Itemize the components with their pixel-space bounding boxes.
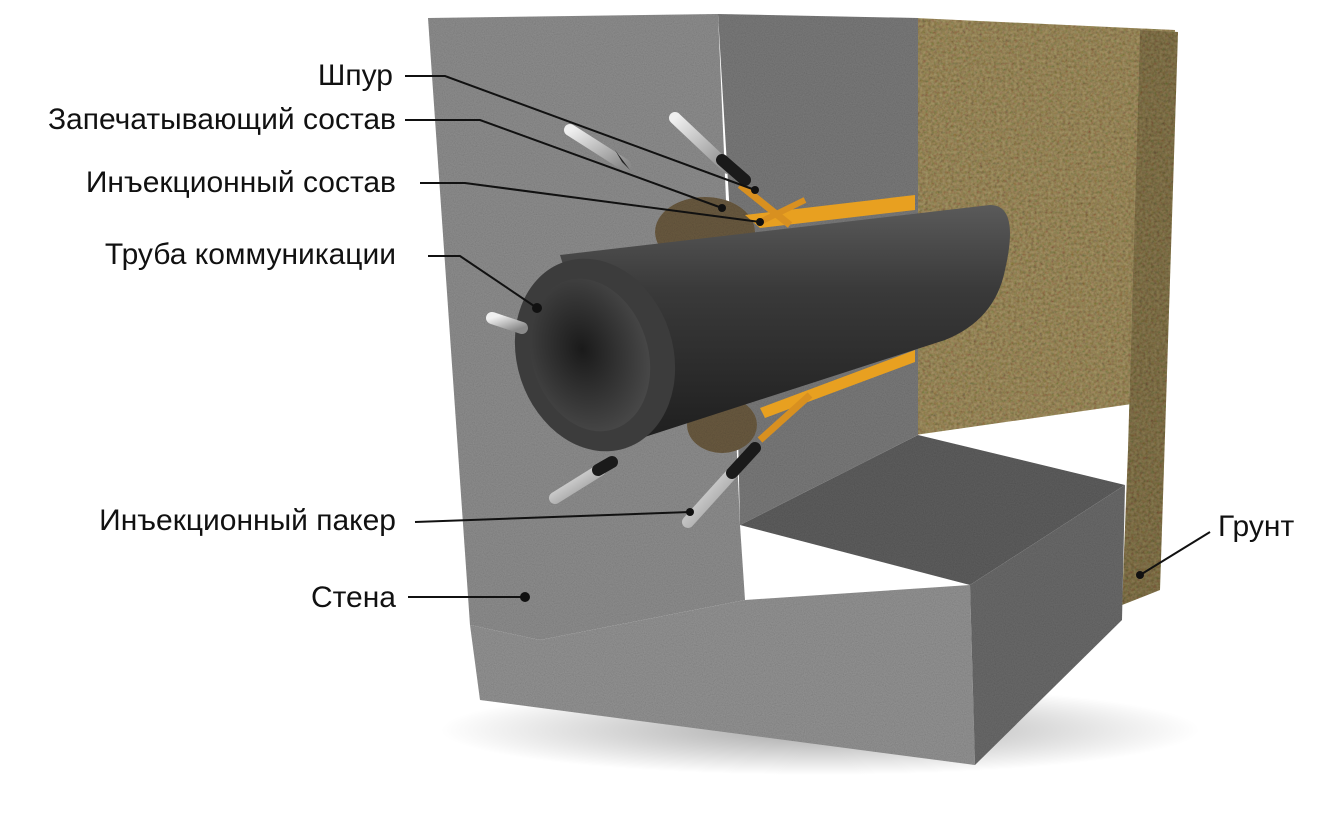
label-injection-compound: Инъекционный состав [86,168,396,198]
label-pipe: Труба коммуникации [105,240,396,270]
label-wall: Стена [311,583,396,613]
label-soil: Грунт [1218,512,1294,542]
label-injection-packer: Инъекционный пакер [99,506,396,536]
label-shpur: Шпур [318,61,393,91]
label-sealing-compound: Запечатывающий состав [48,105,396,135]
